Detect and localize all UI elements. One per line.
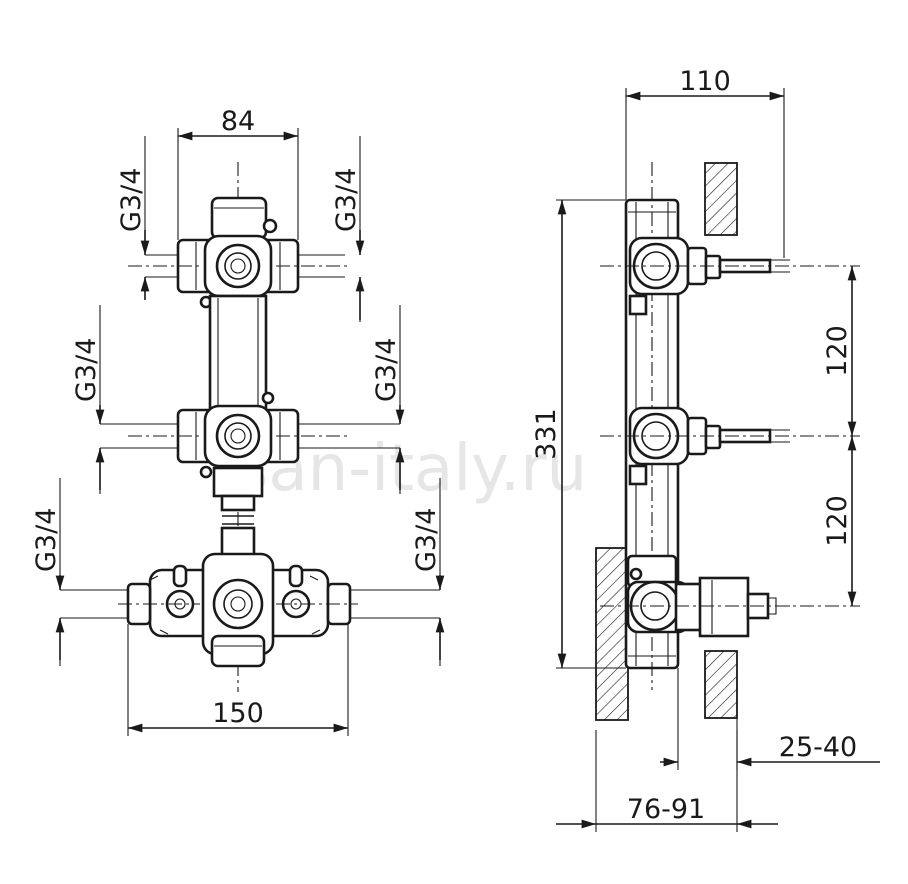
wall-section-left <box>595 547 629 721</box>
dim-150-label: 150 <box>212 698 264 729</box>
dim-331-label: 331 <box>531 408 562 460</box>
main-body-tube <box>208 294 275 412</box>
thread-upper-right: G3/4 <box>331 136 365 322</box>
upper-outlet-block <box>128 234 350 309</box>
front-view: 84 150 G3/4 G3/4 G3 <box>31 106 445 736</box>
thread-label: G3/4 <box>371 338 402 402</box>
mixer-body <box>60 552 440 668</box>
dimension-331: 331 <box>531 199 626 669</box>
side-mixer-body <box>600 554 860 638</box>
thread-label: G3/4 <box>116 168 147 232</box>
thread-label: G3/4 <box>71 338 102 402</box>
thread-label: G3/4 <box>331 168 362 232</box>
dimension-25-40: 25-40 <box>660 668 880 770</box>
dimension-150: 150 <box>127 624 349 736</box>
dimension-110: 110 <box>625 66 785 258</box>
dim-120-lower-label: 120 <box>822 495 853 547</box>
middle-outlet-block <box>100 404 400 479</box>
dimension-120-lower: 120 <box>822 436 857 606</box>
dimension-120-upper: 120 <box>822 266 857 436</box>
dim-76-91-label: 76-91 <box>627 794 705 825</box>
connector-sleeve <box>212 466 264 558</box>
thread-middle-right: G3/4 <box>371 305 405 494</box>
thread-lower-right: G3/4 <box>411 478 445 666</box>
side-middle-outlet <box>600 406 860 486</box>
thread-middle-left: G3/4 <box>71 305 105 494</box>
thread-label: G3/4 <box>31 508 62 572</box>
dimension-84: 84 <box>177 106 299 240</box>
side-upper-outlet <box>600 236 860 316</box>
thread-upper-left: G3/4 <box>116 136 150 300</box>
dim-110-label: 110 <box>679 66 731 97</box>
side-view: 110 331 120 120 25-40 <box>531 66 880 832</box>
dim-84-label: 84 <box>221 106 255 137</box>
dim-120-upper-label: 120 <box>822 325 853 377</box>
top-cap <box>210 196 278 240</box>
thread-lower-left: G3/4 <box>31 478 65 666</box>
wall-section-upper <box>704 162 738 236</box>
wall-section-lower <box>704 650 738 719</box>
thread-label: G3/4 <box>411 508 442 572</box>
dim-25-40-label: 25-40 <box>779 732 857 763</box>
dimension-76-91: 76-91 <box>556 730 778 832</box>
